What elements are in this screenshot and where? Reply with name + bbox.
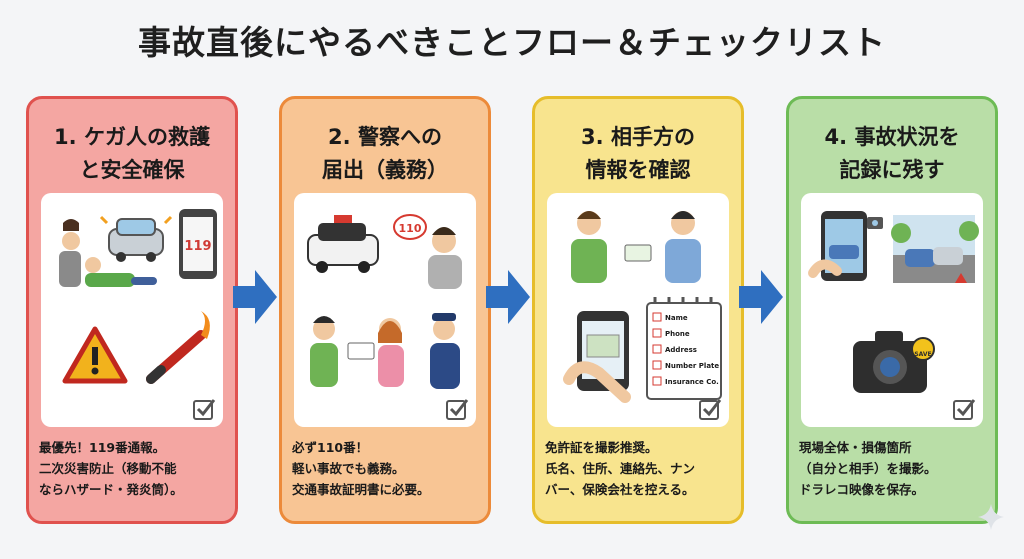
step-2-desc-line: 必ず110番！	[292, 440, 369, 455]
warning-triangle-icon	[62, 326, 128, 384]
step-1-illustration-panel: 119	[41, 193, 223, 427]
step-2-heading-line2: 届出（義務）	[322, 158, 448, 182]
step-card-2-police: 2. 警察への 届出（義務） 110	[279, 96, 491, 524]
step-3-heading-line1: 3. 相手方の	[581, 125, 695, 149]
step-4-illustration-panel: SAVE	[801, 193, 983, 427]
step-2-heading-line1: 2. 警察への	[328, 125, 442, 149]
step-3-heading-line2: 情報を確認	[585, 158, 691, 182]
driver-person-icon	[310, 316, 338, 387]
step-3-heading: 3. 相手方の 情報を確認	[535, 121, 741, 187]
step-4-description: 現場全体・損傷箇所 （自分と相手）を撮影。 ドラレコ映像を保存。	[799, 437, 995, 500]
step-3-desc-line: バー、保険会社を控える。	[545, 482, 695, 497]
checklist-item: Phone	[665, 330, 690, 338]
flow-arrow-icon	[739, 270, 783, 324]
dashcam-icon: SAVE	[853, 331, 935, 393]
sparkle-watermark-icon	[978, 504, 1004, 530]
step-card-3-exchange-info: 3. 相手方の 情報を確認	[532, 96, 744, 524]
car-crash-icon	[99, 215, 173, 262]
step-3-illustration: Name Phone Address Number Plate Insuranc…	[563, 211, 722, 403]
police-officer-icon	[430, 313, 460, 389]
step-1-desc-line: ならハザード・発炎筒）。	[39, 482, 183, 497]
step-card-1-rescue: 1. ケガ人の救護 と安全確保 119	[26, 96, 238, 524]
checklist-item: Address	[665, 346, 697, 354]
step-3-description: 免許証を撮影推奨。 氏名、住所、連絡先、ナン バー、保険会社を控える。	[545, 437, 741, 500]
step-1-description: 最優先！119番通報。 二次災害防止（移動不能 ならハザード・発炎筒）。	[39, 437, 235, 500]
step-1-heading-line2: と安全確保	[79, 158, 185, 182]
step-card-4-record: 4. 事故状況を 記録に残す	[786, 96, 998, 524]
step-1-desc-line: 最優先！119番通報。	[39, 440, 166, 455]
phone-camera-icon	[808, 211, 883, 281]
accident-scene-icon	[891, 215, 979, 283]
step-2-illustration: 110	[307, 214, 462, 389]
flare-icon	[146, 311, 210, 384]
checklist-item: Name	[665, 314, 688, 322]
exchange-info-people-icon	[571, 211, 701, 283]
step-2-desc-line: 交通事故証明書に必要。	[292, 482, 430, 497]
step-3-illustration-panel: Name Phone Address Number Plate Insuranc…	[547, 193, 729, 427]
step-2-heading: 2. 警察への 届出（義務）	[282, 121, 488, 187]
license-card-icon	[347, 342, 375, 360]
step-4-desc-line: ドラレコ映像を保存。	[799, 482, 925, 497]
rescue-people-icon	[59, 219, 157, 287]
woman-person-icon	[378, 318, 404, 387]
checklist-notepad-icon: Name Phone Address Number Plate Insuranc…	[646, 297, 722, 400]
step-2-desc-line: 軽い事故でも義務。	[292, 461, 405, 476]
checkbox-icon	[193, 399, 216, 420]
phone-number-119: 119	[184, 239, 211, 254]
step-2-illustration-panel: 110	[294, 193, 476, 427]
step-4-heading-line1: 4. 事故状況を	[824, 125, 960, 149]
checkbox-icon	[699, 399, 722, 420]
checkbox-icon	[446, 399, 469, 420]
step-4-illustration: SAVE	[808, 211, 979, 393]
phone-number-110: 110	[399, 222, 422, 235]
flow-arrow-icon	[486, 270, 530, 324]
save-badge-label: SAVE	[914, 351, 931, 358]
flow-arrow-icon	[233, 270, 277, 324]
step-2-description: 必ず110番！ 軽い事故でも義務。 交通事故証明書に必要。	[292, 437, 488, 500]
step-1-heading-line1: 1. ケガ人の救護	[54, 125, 210, 149]
step-3-desc-line: 免許証を撮影推奨。	[545, 440, 658, 455]
step-4-heading: 4. 事故状況を 記録に残す	[789, 121, 995, 187]
step-3-desc-line: 氏名、住所、連絡先、ナン	[545, 461, 696, 476]
phone-119-icon: 119	[179, 209, 217, 279]
step-1-illustration: 119	[59, 209, 217, 384]
step-4-heading-line2: 記録に残す	[839, 158, 945, 182]
step-4-desc-line: （自分と相手）を撮影。	[799, 461, 937, 476]
phone-call-110-icon: 110	[393, 214, 462, 289]
checkbox-icon	[953, 399, 976, 420]
police-car-icon	[307, 215, 379, 273]
phone-photo-license-icon	[563, 311, 631, 403]
step-1-desc-line: 二次災害防止（移動不能	[39, 461, 177, 476]
step-1-heading: 1. ケガ人の救護 と安全確保	[29, 121, 235, 187]
checklist-item: Insurance Co.	[665, 378, 719, 386]
page-title: 事故直後にやるべきことフロー＆チェックリスト	[138, 23, 886, 62]
step-4-desc-line: 現場全体・損傷箇所	[799, 440, 912, 455]
checklist-item: Number Plate	[665, 362, 719, 370]
